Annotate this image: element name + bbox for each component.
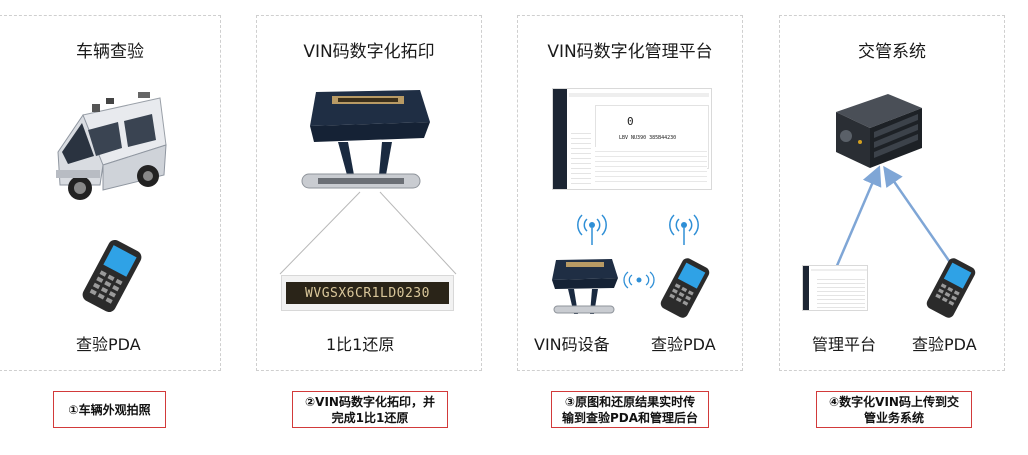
panel-title-vehicle-inspection: 车辆查验	[76, 42, 144, 62]
wireless-signal-icon	[666, 205, 702, 247]
label-inspection-pda: 查验PDA	[76, 335, 141, 354]
panel-title-vin-rubbing: VIN码数字化拓印	[303, 42, 435, 62]
panel-vehicle-inspection	[0, 15, 221, 371]
vin-projection-lines	[276, 190, 460, 278]
label-inspection-pda: 查验PDA	[651, 335, 716, 354]
wireless-link-icon	[622, 268, 656, 292]
management-platform-thumbnail	[802, 265, 868, 311]
screenshot-sidebar	[553, 89, 567, 189]
panel-traffic-system	[779, 15, 1005, 371]
step-3-line-1: ③原图和还原结果实时传	[564, 394, 696, 409]
panel-vin-rubbing	[256, 15, 482, 371]
pda-device-icon	[918, 258, 984, 318]
panel-title-traffic-system: 交管系统	[858, 42, 926, 62]
step-1-box: ①车辆外观拍照	[53, 391, 166, 428]
management-platform-screenshot: 0 LBV NU390 385B44230	[552, 88, 712, 190]
step-2-box: ②VIN码数字化拓印，并 完成1比1还原	[292, 391, 448, 428]
label-one-to-one-restore: 1比1还原	[326, 335, 395, 354]
step-2-line-2: 完成1比1还原	[331, 410, 409, 425]
label-inspection-pda: 查验PDA	[912, 335, 977, 354]
panel-title-management-platform: VIN码数字化管理平台	[547, 42, 713, 62]
step-4-line-1: ④数字化VIN码上传到交	[829, 394, 959, 409]
pda-device-icon	[652, 258, 718, 318]
panel-management-platform	[517, 15, 743, 371]
step-3-box: ③原图和还原结果实时传 输到查验PDA和管理后台	[551, 391, 709, 428]
step-2-line-1: ②VIN码数字化拓印，并	[305, 394, 435, 409]
vin-magnified-frame: WVGSX6CR1LD0230	[281, 275, 454, 311]
step-4-line-2: 管业务系统	[863, 410, 924, 425]
vin-rubbing-device-icon	[298, 86, 438, 198]
vin-plate: WVGSX6CR1LD0230	[286, 282, 449, 304]
server-rack-icon	[832, 90, 924, 172]
vin-device-icon	[548, 256, 620, 318]
step-3-line-2: 输到查验PDA和管理后台	[561, 410, 699, 425]
screenshot-code: LBV NU390 385B44230	[619, 135, 677, 141]
vin-text: WVGSX6CR1LD0230	[305, 285, 430, 301]
step-4-box: ④数字化VIN码上传到交 管业务系统	[816, 391, 972, 428]
wireless-signal-icon	[574, 205, 610, 247]
label-vin-device: VIN码设备	[534, 335, 610, 354]
step-1-text: ①车辆外观拍照	[68, 402, 151, 417]
pda-device-icon	[72, 240, 152, 312]
screenshot-value: 0	[627, 115, 634, 128]
upload-arrows	[826, 156, 966, 274]
inspection-van-icon	[48, 90, 173, 205]
label-management-platform: 管理平台	[812, 335, 877, 354]
